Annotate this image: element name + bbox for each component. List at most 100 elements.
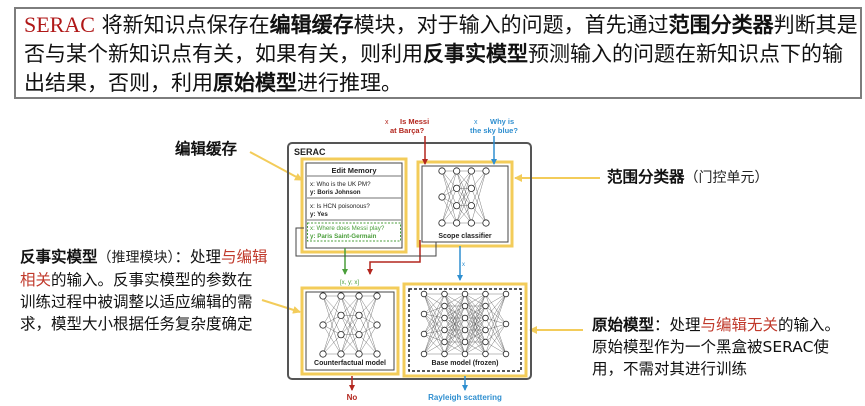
net-edge: [423, 329, 445, 335]
net-node: [337, 311, 345, 319]
net-edge: [322, 324, 342, 355]
net-edge: [423, 333, 445, 355]
net-edge: [441, 188, 457, 224]
net-node: [355, 331, 363, 339]
net-node: [482, 290, 489, 298]
counterfactual-label: Counterfactual model: [314, 360, 386, 367]
label-cf-title: 反事实模型: [20, 248, 98, 266]
net-node: [467, 184, 475, 192]
label-cf-highlight: 与编辑相关: [20, 248, 268, 289]
net-node: [337, 292, 345, 300]
serac-tag: SERAC: [294, 147, 326, 157]
net-node: [355, 311, 363, 319]
net-node: [373, 292, 381, 300]
label-cf-text1: ：处理: [174, 248, 222, 266]
memory-row-question: x: Who is the UK PM?: [310, 181, 371, 188]
net-node: [453, 167, 461, 175]
base-model-label: Base model (frozen): [432, 360, 499, 367]
label-cf-text2: 的输入。反事实模型的参数在训练过程中被调整以适应编辑的需求，模型大小根据任务复杂…: [20, 271, 253, 333]
memory-row-answer: y: Yes: [310, 211, 328, 218]
scope-classifier-box: [421, 165, 509, 243]
net-edge: [358, 324, 378, 355]
net-node: [482, 338, 489, 346]
net-edge: [423, 317, 445, 355]
net-node: [337, 331, 345, 339]
net-edge: [464, 317, 486, 355]
net-edge: [471, 205, 487, 224]
net-edge: [423, 305, 445, 335]
net-edge: [340, 334, 360, 355]
net-edge: [423, 317, 445, 335]
net-node: [482, 219, 490, 227]
net-node: [319, 350, 327, 358]
net-edge: [441, 196, 457, 224]
net-edge: [423, 313, 445, 319]
label-base-text1: ：处理: [654, 316, 701, 334]
net-node: [420, 330, 428, 338]
memory-row-answer: y: Paris Saint-Germain: [310, 233, 377, 240]
net-edge: [444, 293, 466, 343]
scope-classifier-highlight: [416, 160, 514, 248]
counterfactual-highlight: [300, 286, 400, 376]
net-node: [420, 310, 428, 318]
net-edge: [423, 313, 445, 331]
net-edge: [444, 293, 466, 355]
query2-var: x: [474, 119, 478, 126]
intro-bold-base-model: 原始模型: [213, 71, 297, 95]
net-edge: [423, 293, 445, 335]
intro-text-4: 预测输入的问题在新知识点下的输出结果，否则，利用: [24, 42, 843, 95]
net-node: [482, 302, 489, 310]
net-edge: [464, 329, 486, 355]
edit-memory-highlight: [300, 157, 408, 254]
net-node: [441, 290, 448, 298]
net-edge: [464, 293, 486, 319]
net-edge: [423, 329, 445, 355]
net-edge: [444, 293, 466, 319]
net-edge: [485, 293, 507, 331]
net-node: [441, 338, 448, 346]
net-edge: [444, 341, 466, 355]
net-edge: [441, 170, 457, 224]
net-node: [420, 350, 428, 358]
net-edge: [322, 295, 342, 326]
net-node: [438, 219, 446, 227]
net-edge: [423, 341, 445, 355]
intro-serac: SERAC: [24, 12, 95, 37]
net-edge: [423, 293, 445, 355]
net-edge: [441, 170, 457, 198]
net-edge: [322, 295, 342, 316]
label-scope-paren: （门控单元）: [684, 170, 769, 186]
net-edge: [322, 295, 342, 335]
net-edge: [358, 315, 378, 355]
net-edge: [456, 188, 472, 224]
net-edge: [485, 323, 507, 343]
net-node: [482, 350, 489, 358]
net-node: [467, 167, 475, 175]
scope-classifier-label: Scope classifier: [438, 233, 492, 240]
intro-bold-counterfactual: 反事实模型: [423, 42, 528, 66]
net-node: [482, 314, 489, 322]
net-edge: [423, 293, 445, 315]
net-edge: [423, 305, 445, 355]
query1-line2: at Barça?: [390, 126, 425, 135]
cf-input-label: [x, y; x]: [340, 280, 359, 286]
net-edge: [485, 317, 507, 325]
net-node: [441, 350, 448, 358]
base-input-label: x: [462, 262, 465, 268]
net-node: [461, 326, 469, 334]
label-cf-paren: （推理模块）: [97, 250, 175, 266]
net-node: [355, 292, 363, 300]
memory-row-question: x: Is HCN poisonous?: [310, 203, 370, 210]
net-node: [461, 314, 469, 322]
output-rayleigh: Rayleigh scattering: [428, 393, 502, 402]
net-node: [482, 167, 490, 175]
pointer-arrow-edit-memory: [249, 151, 303, 181]
net-edge: [441, 205, 457, 224]
net-node: [461, 290, 469, 298]
net-edge: [358, 334, 378, 355]
net-edge: [485, 293, 507, 355]
net-edge: [456, 170, 472, 224]
net-edge: [464, 293, 486, 331]
label-base-title: 原始模型: [592, 316, 655, 334]
net-node: [441, 314, 448, 322]
